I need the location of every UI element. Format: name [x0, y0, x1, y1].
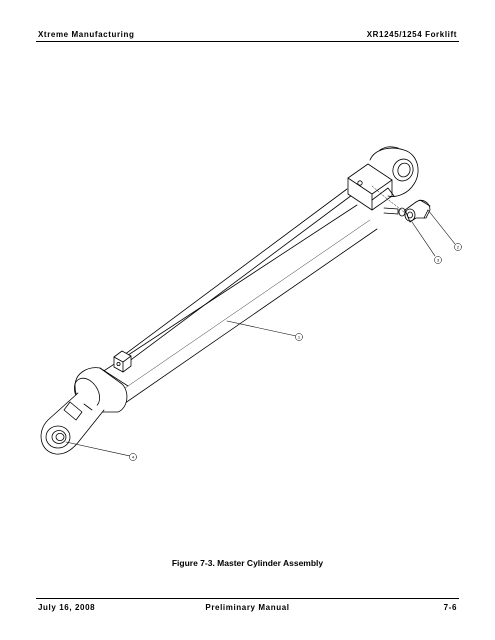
callout-3: 3 [411, 221, 442, 264]
svg-text:2: 2 [457, 245, 460, 250]
elbow-fitting [404, 199, 431, 223]
footer-manual-status: Preliminary Manual [205, 603, 290, 612]
svg-text:4: 4 [132, 455, 135, 460]
tube-clamp-block [113, 350, 132, 373]
footer-page-number: 7-6 [443, 603, 457, 612]
svg-text:3: 3 [437, 258, 440, 263]
header-model: XR1245/1254 Forklift [366, 30, 457, 39]
header-company: Xtreme Manufacturing [38, 30, 135, 39]
cylinder-barrel [92, 204, 378, 409]
hydraulic-tube [119, 188, 353, 366]
figure-caption: Figure 7-3. Master Cylinder Assembly [171, 558, 324, 568]
o-ring-adapter [383, 207, 406, 217]
rod-eye [40, 392, 105, 455]
callout-1: 1 [226, 320, 303, 341]
callout-2: 2 [427, 209, 462, 251]
header-rule [36, 41, 459, 42]
footer-rule [36, 598, 459, 599]
svg-text:1: 1 [298, 335, 301, 340]
footer-date: July 16, 2008 [38, 603, 96, 612]
clevis-end [347, 146, 419, 211]
callout-4: 4 [65, 441, 137, 461]
